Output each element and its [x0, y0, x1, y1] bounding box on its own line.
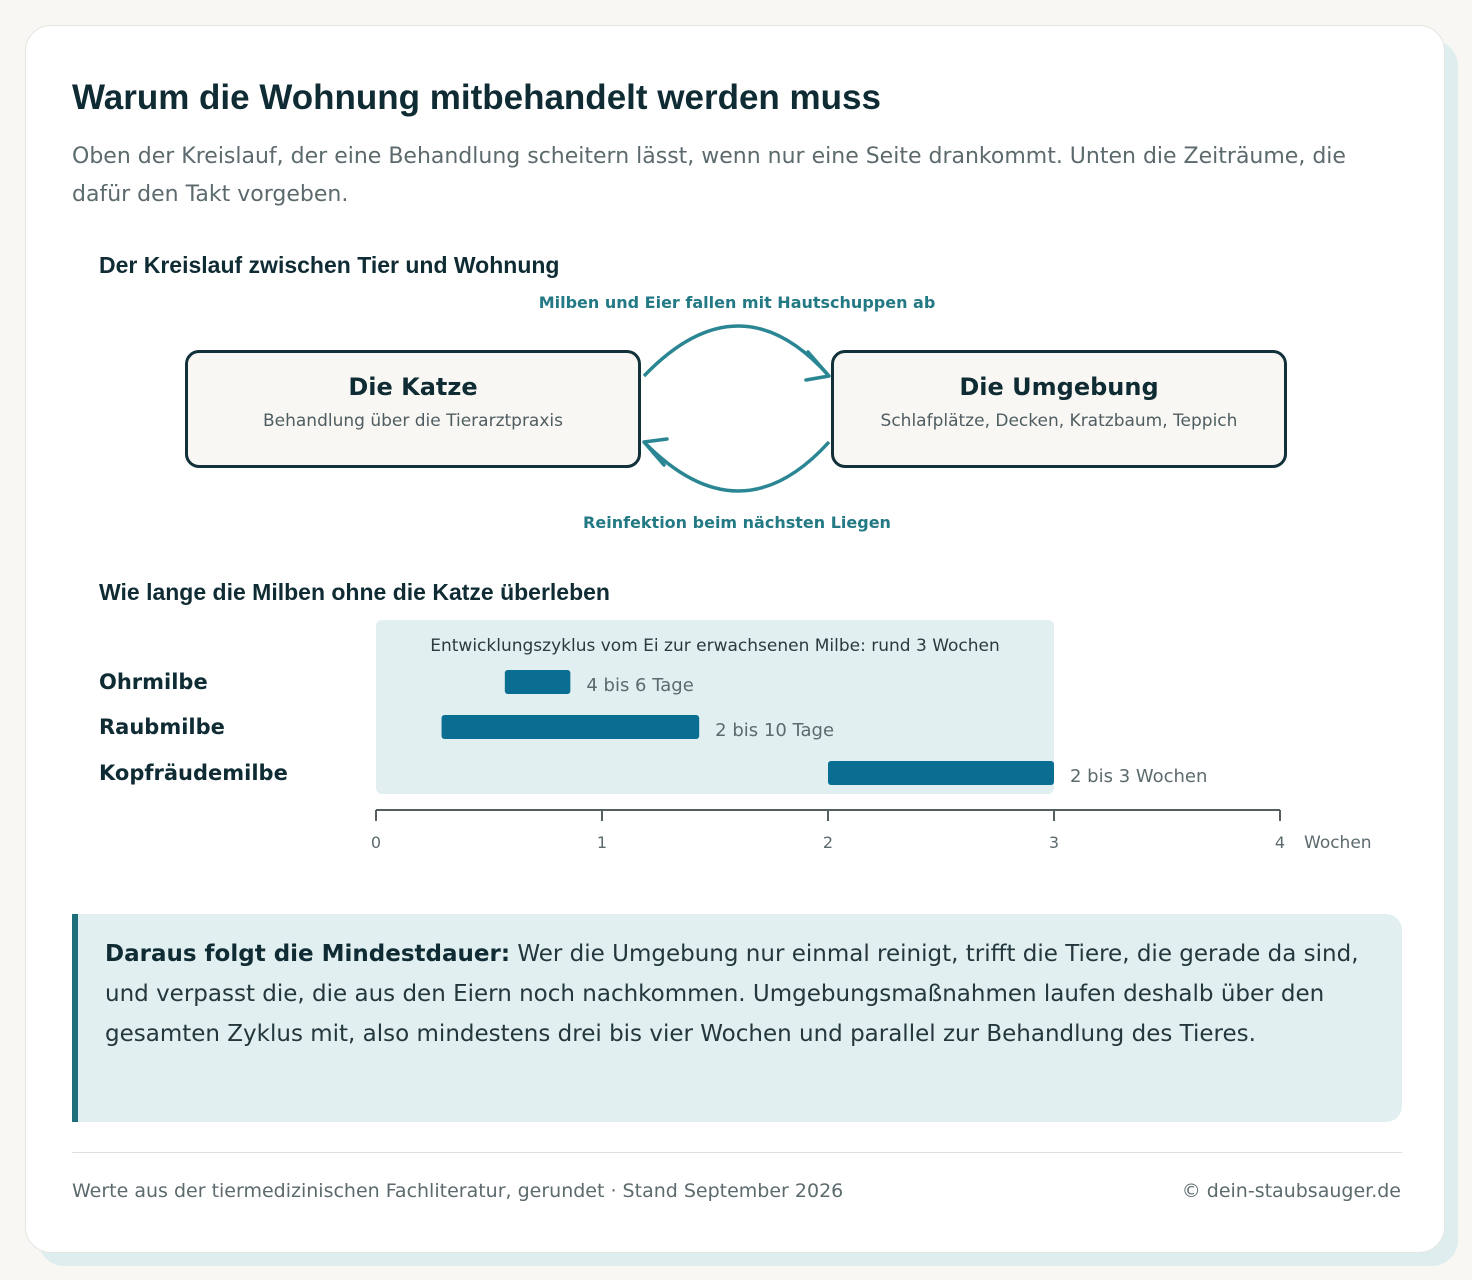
conclusion-callout: Daraus folgt die Mindestdauer: Wer die U…: [72, 914, 1402, 1122]
callout-text: Wer die Umgebung nur einmal reinigt, tri…: [105, 941, 1359, 1047]
footer-divider: [72, 1152, 1402, 1153]
environment-box-title: Die Umgebung: [959, 373, 1159, 401]
environment-box-subtitle: Schlafplätze, Decken, Kratzbaum, Teppich: [880, 411, 1238, 431]
cat-box: Die Katze Behandlung über die Tierarztpr…: [185, 350, 641, 468]
page-title: Warum die Wohnung mitbehandelt werden mu…: [72, 78, 881, 117]
cat-box-title: Die Katze: [348, 373, 478, 401]
page-subtitle: Oben der Kreislauf, der eine Behandlung …: [72, 144, 1346, 207]
callout-lead: Daraus folgt die Mindestdauer:: [105, 941, 511, 967]
cat-box-subtitle: Behandlung über die Tierarztpraxis: [262, 411, 563, 431]
footer-copyright: © dein-staubsauger.de: [1181, 1180, 1401, 1202]
bottom-arrow-label: Reinfektion beim nächsten Liegen: [583, 513, 891, 532]
footer-source: Werte aus der tiermedizinischen Fachlite…: [72, 1180, 844, 1202]
chart-heading: Wie lange die Milben ohne die Katze über…: [99, 579, 610, 605]
top-arrow-label: Milben und Eier fallen mit Hautschuppen …: [538, 293, 936, 312]
cycle-heading: Der Kreislauf zwischen Tier und Wohnung: [99, 252, 560, 278]
environment-box: Die Umgebung Schlafplätze, Decken, Kratz…: [831, 350, 1287, 468]
